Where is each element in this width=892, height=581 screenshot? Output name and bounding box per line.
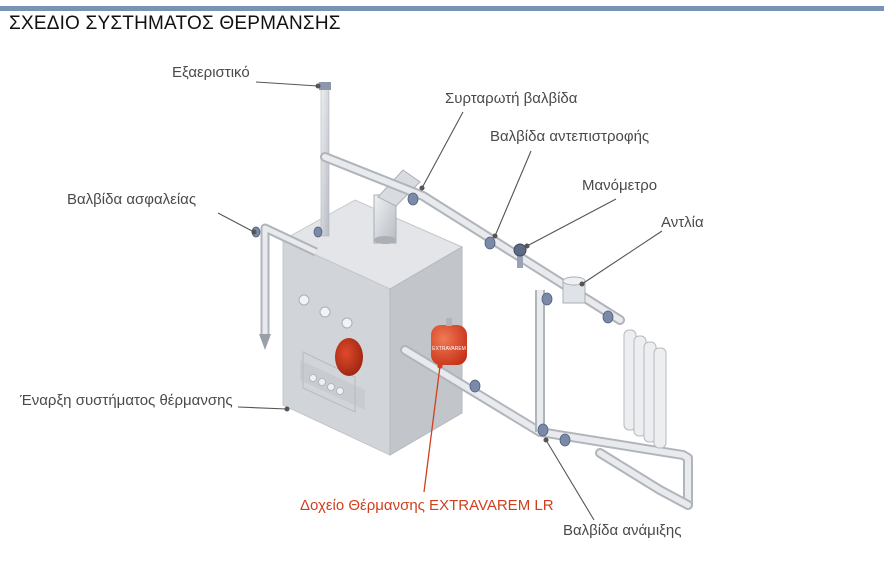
valve-icon bbox=[484, 236, 496, 250]
valve-icon bbox=[313, 226, 323, 238]
pump bbox=[562, 276, 586, 304]
valve-icon bbox=[559, 433, 571, 447]
pressure-gauge bbox=[513, 243, 527, 268]
label-expansion-tank: Δοχείο Θέρμανσης EXTRAVAREM LR bbox=[300, 497, 554, 514]
valve-markers bbox=[251, 192, 614, 447]
top-divider-bar bbox=[0, 6, 884, 11]
label-check-valve: Βαλβίδα αντεπιστροφής bbox=[490, 128, 650, 145]
radiator bbox=[623, 329, 667, 449]
expansion-tank: EXTRAVAREM bbox=[431, 318, 467, 365]
label-gate-valve: Συρταρωτή βαλβίδα bbox=[445, 90, 578, 107]
tank-brand-text: EXTRAVAREM bbox=[432, 346, 466, 352]
tank-leader-line bbox=[423, 363, 443, 493]
label-leader-lines bbox=[217, 81, 663, 521]
label-air-vent: Εξαεριστικό bbox=[172, 64, 250, 81]
page-title: ΣΧΕΔΙΟ ΣΥΣΤΗΜΑΤΟΣ ΘΕΡΜΑΝΣΗΣ bbox=[9, 13, 341, 34]
label-pressure-gauge: Μανόμετρο bbox=[582, 177, 658, 194]
label-pump: Αντλία bbox=[661, 214, 704, 231]
drain-arrow-icon bbox=[259, 334, 271, 350]
boiler-knob-icon bbox=[341, 317, 353, 329]
boiler-knob-icon bbox=[298, 294, 310, 306]
label-system-start: Έναρξη συστήματος θέρμανσης bbox=[20, 392, 233, 409]
label-safety-valve: Βαλβίδα ασφαλείας bbox=[67, 191, 197, 208]
valve-icon bbox=[602, 310, 614, 324]
valve-icon bbox=[541, 292, 553, 306]
label-mixing-valve: Βαλβίδα ανάμιξης bbox=[563, 522, 682, 539]
safety-valve-pipe bbox=[259, 223, 318, 350]
boiler-knob-icon bbox=[319, 306, 331, 318]
valve-icon bbox=[537, 423, 549, 437]
burner-icon bbox=[335, 338, 363, 376]
supply-pipe bbox=[320, 152, 625, 325]
valve-icon bbox=[407, 192, 419, 206]
return-pipe bbox=[400, 345, 693, 510]
valve-icon bbox=[469, 379, 481, 393]
